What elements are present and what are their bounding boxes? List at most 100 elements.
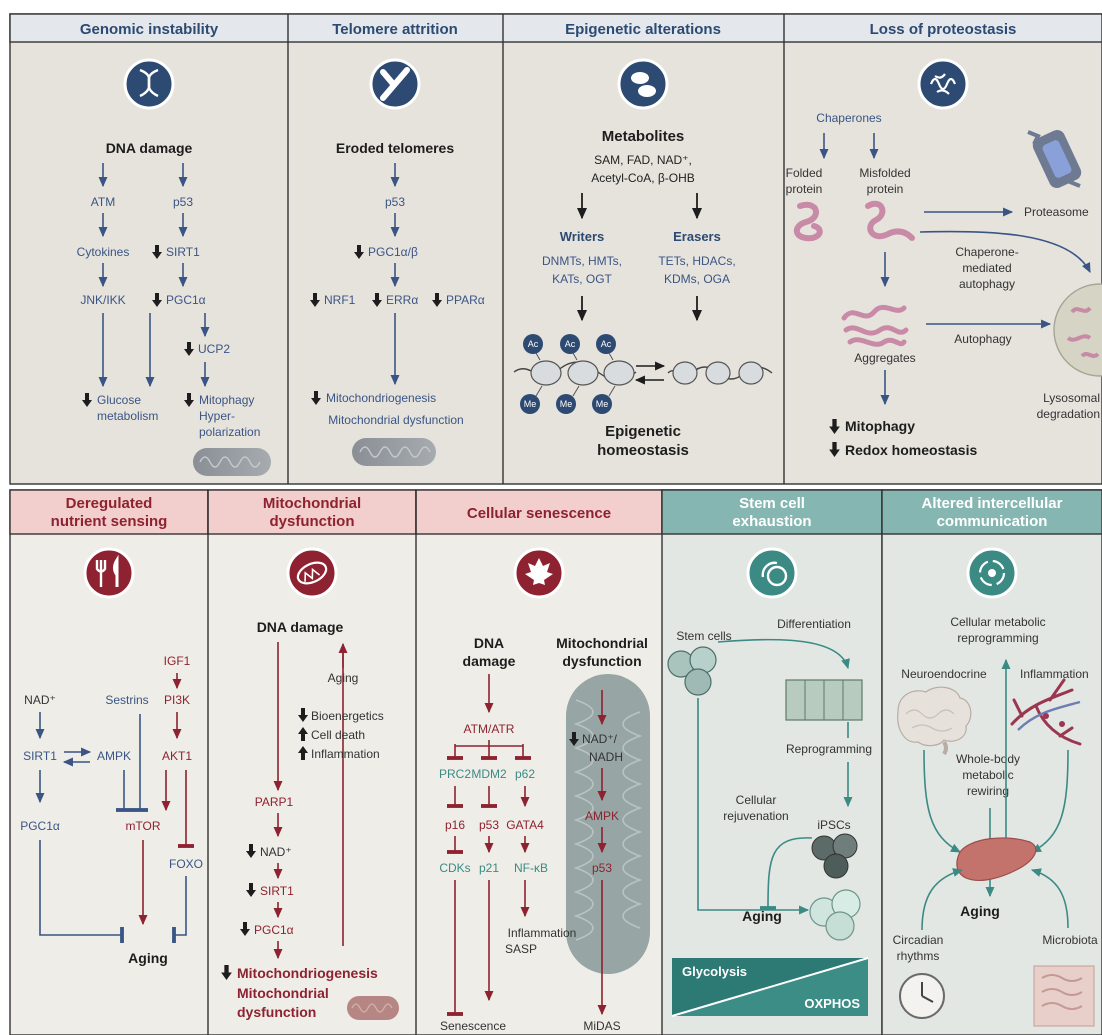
ic-whole-body-2: metabolic [962,768,1013,782]
prot-redox: Redox homeostasis [845,442,977,458]
mito-bioenergetics: Bioenergetics [311,709,384,723]
sen-nfkb: NF-κB [514,861,548,875]
mito-mitochondriogenesis: Mitochondriogenesis [237,965,378,981]
stem-oxphos: OXPHOS [804,996,860,1011]
mito-dysfunction-1: Mitochondrial [237,985,329,1001]
glycolysis-oxphos-bar [671,957,869,1017]
protein-aggregate-icon [917,58,969,110]
nut-mtor: mTOR [125,819,160,833]
sen-dna-1: DNA [474,635,504,651]
nutrient-title-2: nutrient sensing [51,513,168,530]
ic-circadian-2: rhythms [897,949,940,963]
stem-differentiation: Differentiation [777,617,851,631]
nut-nad: NAD⁺ [24,693,56,707]
prot-cma-1: Chaperone- [955,245,1018,259]
epi-met-line2: Acetyl-CoA, β-OHB [591,171,695,185]
chromosome-icon [369,58,421,110]
genomic-sirt1: SIRT1 [166,245,200,259]
prot-misfolded-1: Misfolded [859,166,910,180]
telomere-p53: p53 [385,195,405,209]
sen-sasp: SASP [505,942,537,956]
epi-e1: TETs, HDACs, [658,254,735,268]
epi-ac-2: Ac [565,339,576,349]
ic-cmr-1: Cellular metabolic [950,615,1045,629]
nut-pgc1a: PGC1α [20,819,60,833]
epi-homeostasis-1: Epigenetic [605,423,681,440]
sen-nad-2: NADH [589,750,623,764]
ic-cmr-2: reprogramming [957,631,1038,645]
genomic-cytokines: Cytokines [77,245,130,259]
nut-igf1: IGF1 [164,654,191,668]
mito-parp1: PARP1 [255,795,294,809]
ic-microbiota: Microbiota [1042,933,1098,947]
prot-aggregates: Aggregates [854,351,915,365]
fork-knife-icon [83,547,135,599]
telomere-erra: ERRα [386,293,418,307]
prot-cma-3: autophagy [959,277,1015,291]
stem-ipscs: iPSCs [817,818,850,832]
epi-me-2: Me [560,399,573,409]
ipsc-cluster [811,833,858,879]
prot-chaperones: Chaperones [816,111,881,125]
epi-me-1: Me [524,399,537,409]
nut-foxo: FOXO [169,857,203,871]
ic-neuroendocrine: Neuroendocrine [901,667,987,681]
nut-aging: Aging [128,950,168,966]
epigenetic-title: Epigenetic alterations [565,21,721,38]
sen-p62: p62 [515,767,535,781]
telomere-nrf1: NRF1 [324,293,356,307]
sen-gata4: GATA4 [506,818,544,832]
misfolded-protein-shape [865,200,915,241]
mito-sirt1: SIRT1 [260,884,294,898]
genomic-ucp2: UCP2 [198,342,230,356]
prot-mitophagy: Mitophagy [845,418,915,434]
nut-sestrins: Sestrins [105,693,148,707]
mito-dna-damage: DNA damage [257,619,344,635]
nucleosome-icon [617,58,669,110]
sen-p21: p21 [479,861,499,875]
mito-dysfunction-2: dysfunction [237,1004,316,1020]
telomere-title: Telomere attrition [332,21,458,38]
genomic-metabolism: metabolism [97,409,158,423]
telomere-pgc1ab: PGC1α/β [368,245,418,259]
intestine-shape [1033,965,1095,1027]
aged-cells [809,889,861,941]
sen-inflammation: Inflammation [508,926,577,940]
stem-cell-icon [746,547,798,599]
prot-degradation: degradation [1037,407,1100,421]
epi-erasers: Erasers [673,229,721,244]
intercell-title-2: communication [937,513,1048,530]
genomic-polarization: polarization [199,425,260,439]
genomic-atm: ATM [91,195,115,209]
prot-misfolded-2: protein [867,182,904,196]
prot-autophagy: Autophagy [954,332,1011,346]
nut-pi3k: PI3K [164,693,190,707]
telomere-mitochondriogenesis: Mitochondriogenesis [326,391,436,405]
prot-proteasome: Proteasome [1024,205,1089,219]
epi-met-line1: SAM, FAD, NAD⁺, [594,153,692,167]
telomere-ppara: PPARα [446,293,485,307]
ic-whole-body-1: Whole-body [956,752,1020,766]
epi-ac-1: Ac [528,339,539,349]
sen-p53-b: p53 [592,861,612,875]
sen-mdm2: MDM2 [471,767,507,781]
clock-icon [899,973,945,1019]
sen-md-2: dysfunction [562,653,641,669]
epi-w2: KATs, OGT [552,272,612,286]
mito-pgc1a: PGC1α [254,923,294,937]
telomere-eroded: Eroded telomeres [336,140,454,156]
lysosome-shape [1053,283,1102,377]
communication-cycle-icon [966,547,1018,599]
mitochondrion-icon [286,547,338,599]
sen-cdks: CDKs [439,861,470,875]
sen-prc2: PRC2 [439,767,471,781]
nut-sirt1: SIRT1 [23,749,57,763]
stem-cell-cluster [667,646,717,696]
differentiated-cells [785,679,863,721]
epi-me-3: Me [596,399,609,409]
stem-reprogramming: Reprogramming [786,742,872,756]
mito-title-1: Mitochondrial [263,495,361,512]
stem-title-1: Stem cell [739,495,805,512]
proteostasis-title: Loss of proteostasis [870,21,1017,38]
